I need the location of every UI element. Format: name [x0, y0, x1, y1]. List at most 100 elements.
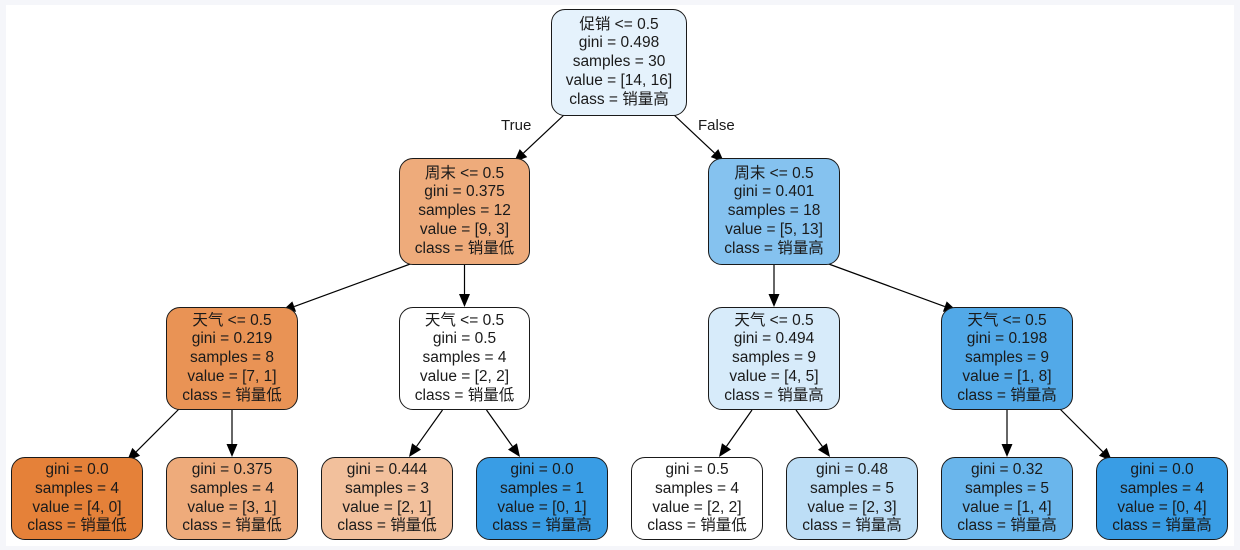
node-line: value = [2, 3] [807, 498, 897, 516]
node-line: gini = 0.444 [346, 461, 428, 479]
node-line: value = [7, 1] [187, 367, 277, 385]
arrowhead-icon [507, 443, 520, 457]
node-line: class = 销量低 [182, 517, 282, 535]
node-line: samples = 4 [34, 479, 119, 497]
node-line: value = [5, 13] [725, 220, 823, 238]
edge-n4-n10 [486, 409, 513, 447]
node-line: gini = 0.0 [45, 461, 109, 479]
arrowhead-icon [719, 443, 731, 457]
node-line: samples = 4 [1119, 479, 1204, 497]
node-line: 周末 <= 0.5 [734, 164, 814, 182]
node-line: value = [1, 8] [962, 367, 1052, 385]
node-line: class = 销量高 [957, 386, 1057, 404]
edge-n4-n9 [416, 409, 443, 447]
node-line: gini = 0.219 [191, 330, 273, 348]
node-line: samples = 5 [809, 479, 894, 497]
node-line: class = 销量高 [724, 386, 824, 404]
arrowhead-icon [459, 294, 470, 307]
node-line: samples = 9 [964, 349, 1049, 367]
node-line: gini = 0.0 [1130, 461, 1194, 479]
node-line: samples = 30 [572, 53, 666, 71]
node-line: value = [0, 4] [1117, 498, 1207, 516]
node-line: value = [9, 3] [419, 220, 510, 238]
node-line: value = [14, 16] [565, 71, 673, 89]
node-line: samples = 3 [344, 479, 429, 497]
node-line: class = 销量高 [957, 517, 1057, 535]
node-line: gini = 0.5 [665, 461, 729, 479]
node-line: class = 销量高 [724, 239, 824, 257]
node-line: value = [2, 2] [652, 498, 742, 516]
node-line: gini = 0.48 [816, 461, 888, 479]
edge-label-false: False [698, 117, 735, 134]
arrowhead-icon [409, 443, 422, 457]
node-line: value = [4, 5] [729, 367, 819, 385]
edge-n2-n6 [825, 262, 946, 308]
node-line: gini = 0.375 [191, 461, 273, 479]
node-line: samples = 4 [422, 349, 507, 367]
node-line: class = 销量高 [802, 517, 902, 535]
node-line: gini = 0.494 [733, 330, 815, 348]
node-line: samples = 8 [189, 349, 274, 367]
edge-n5-n11 [725, 409, 753, 447]
node-line: samples = 18 [727, 202, 821, 220]
edge-n1-n3 [293, 262, 414, 308]
node-line: samples = 1 [499, 479, 584, 497]
node-line: value = [3, 1] [187, 498, 277, 516]
node-line: value = [2, 1] [342, 498, 432, 516]
edge-n5-n12 [795, 409, 823, 447]
node-line: class = 销量低 [337, 517, 437, 535]
node-line: gini = 0.375 [424, 183, 505, 201]
node-line: gini = 0.198 [966, 330, 1048, 348]
node-line: gini = 0.0 [510, 461, 574, 479]
node-line: class = 销量高 [569, 90, 669, 108]
node-line: class = 销量低 [414, 386, 515, 404]
arrowhead-icon [817, 443, 830, 457]
node-line: class = 销量低 [647, 517, 747, 535]
node-line: value = [0, 1] [497, 498, 587, 516]
edge-label-true: True [501, 117, 532, 134]
edge-root-n1 [523, 113, 566, 154]
node-line: samples = 4 [189, 479, 274, 497]
node-line: gini = 0.498 [578, 34, 660, 52]
node-line: class = 销量低 [414, 239, 515, 257]
edge-n6-n14 [1058, 407, 1104, 453]
node-line: value = [1, 4] [962, 498, 1052, 516]
node-line: 周末 <= 0.5 [424, 164, 505, 182]
node-line: gini = 0.5 [432, 330, 497, 348]
node-line: value = [2, 2] [419, 367, 510, 385]
node-line: gini = 0.32 [971, 461, 1043, 479]
node-line: samples = 12 [418, 202, 511, 220]
node-line: 天气 <= 0.5 [192, 311, 272, 329]
arrowhead-icon [768, 294, 780, 307]
node-line: 促销 <= 0.5 [579, 15, 659, 33]
node-line: class = 销量高 [1112, 517, 1212, 535]
arrowhead-icon [226, 444, 238, 457]
node-line: 天气 <= 0.5 [734, 311, 814, 329]
node-line: samples = 4 [654, 479, 739, 497]
edge-n3-n7 [135, 407, 181, 453]
node-line: class = 销量高 [492, 517, 592, 535]
node-line: value = [4, 0] [32, 498, 122, 516]
node-line: gini = 0.401 [733, 183, 815, 201]
edge-root-n2 [672, 113, 715, 154]
node-line: class = 销量低 [182, 386, 282, 404]
node-line: 天气 <= 0.5 [424, 311, 505, 329]
arrowhead-icon [1001, 444, 1013, 457]
node-line: samples = 5 [964, 479, 1049, 497]
